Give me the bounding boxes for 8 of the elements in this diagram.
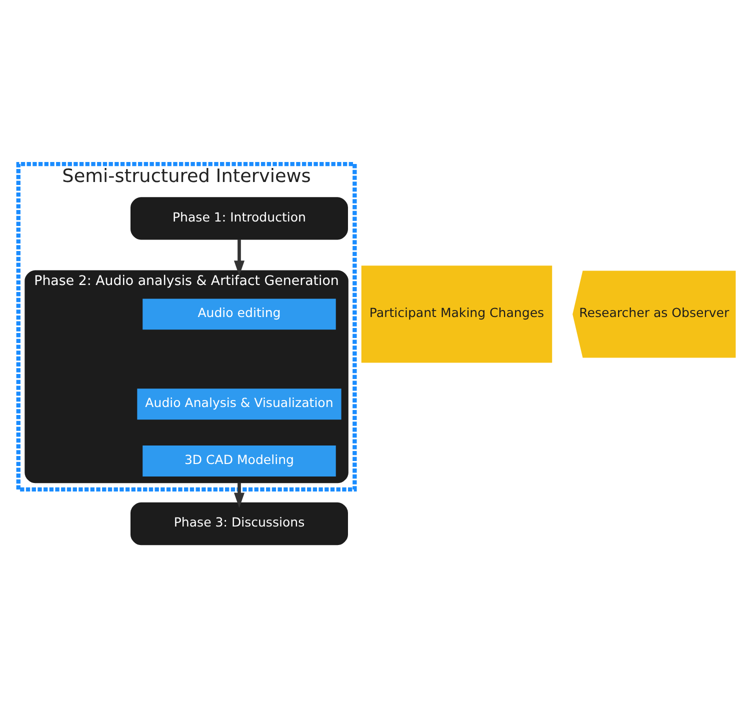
node-box: Participant Making Changes: [361, 266, 552, 363]
node-box: Phase 1: Introduction: [130, 197, 348, 240]
arrow: [234, 239, 245, 276]
node-box: Audio editing: [142, 298, 336, 330]
node-box: Phase 3: Discussions: [130, 502, 348, 546]
node-box: 3D CAD Modeling: [142, 446, 336, 476]
node-box: Audio Analysis & Visualization: [137, 388, 342, 420]
arrow: [234, 482, 245, 508]
